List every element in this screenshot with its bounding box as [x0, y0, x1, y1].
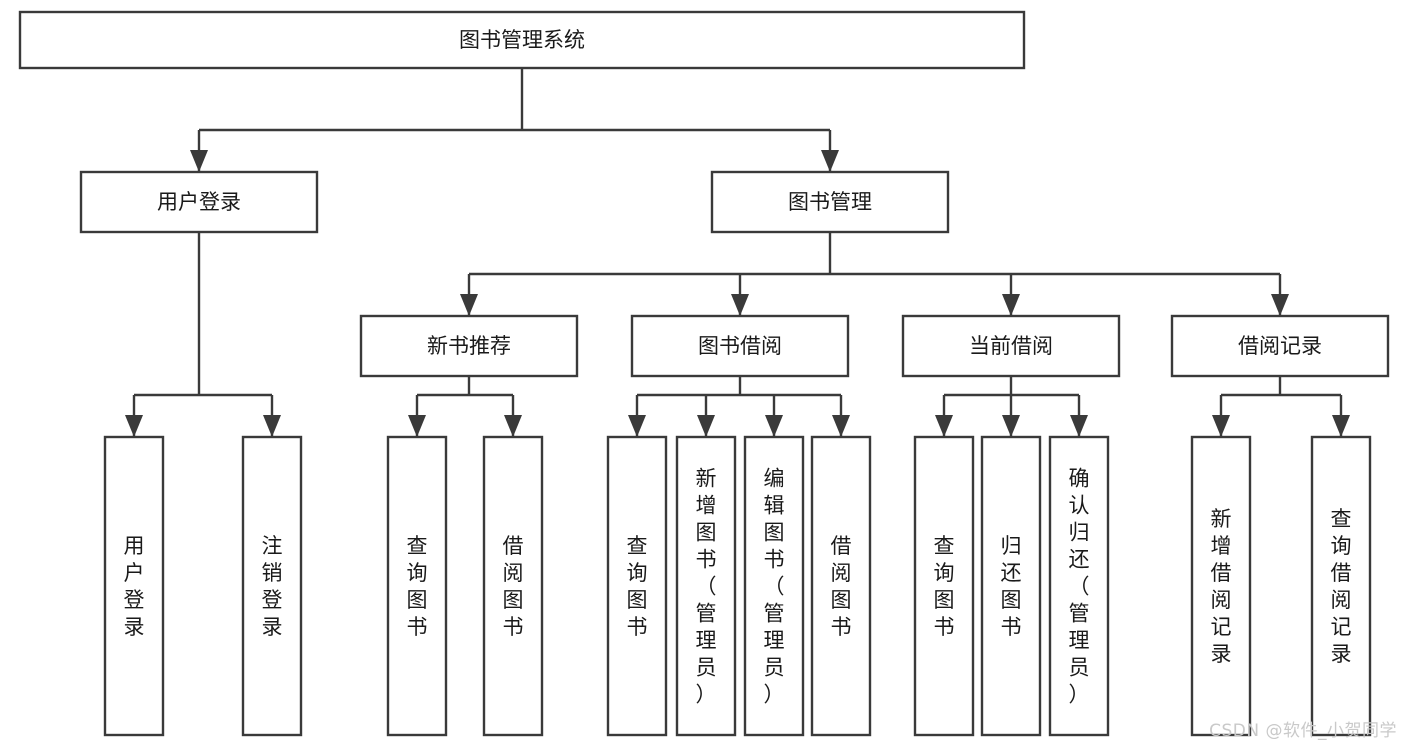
node-leaf-query-book-1-label: 查询图书: [407, 534, 428, 639]
node-leaf-edit-book[interactable]: 编辑图书（管理员）: [743, 435, 805, 737]
arrow-head-icon: [1002, 294, 1020, 316]
node-new-book-recommend[interactable]: 新书推荐: [359, 314, 579, 378]
node-leaf-query-book-2-box: [606, 435, 668, 737]
node-leaf-return-book[interactable]: 归还图书: [980, 435, 1042, 737]
node-leaf-add-record-box: [1190, 435, 1252, 737]
node-leaf-confirm-return-box: [1048, 435, 1110, 737]
node-book-borrow-label: 图书借阅: [698, 334, 782, 358]
node-current-borrow-box: [901, 314, 1121, 378]
arrow-head-icon: [408, 415, 426, 437]
watermark-csdn: CSDN @软件_小贺同学: [1209, 721, 1397, 741]
edges-layer: [125, 68, 1350, 437]
node-leaf-borrow-book-2-box: [810, 435, 872, 737]
node-book-manage-box: [710, 170, 950, 234]
arrow-head-icon: [731, 294, 749, 316]
node-leaf-query-record-label: 查询借阅记录: [1331, 507, 1352, 666]
node-current-borrow[interactable]: 当前借阅: [901, 314, 1121, 378]
node-leaf-borrow-book-1[interactable]: 借阅图书: [482, 435, 544, 737]
arrow-head-icon: [1271, 294, 1289, 316]
node-current-borrow-label: 当前借阅: [969, 334, 1053, 358]
node-borrow-record-box: [1170, 314, 1390, 378]
node-leaf-add-record[interactable]: 新增借阅记录: [1190, 435, 1252, 737]
node-leaf-logout-box: [241, 435, 303, 737]
arrow-head-icon: [765, 415, 783, 437]
node-leaf-user-login-label: 用户登录: [124, 534, 145, 639]
node-user-login-box: [79, 170, 319, 234]
node-user-login-label: 用户登录: [157, 190, 241, 214]
node-leaf-add-book[interactable]: 新增图书（管理员）: [675, 435, 737, 737]
arrow-head-icon: [1002, 415, 1020, 437]
node-leaf-query-book-1[interactable]: 查询图书: [386, 435, 448, 737]
arrow-head-icon: [1332, 415, 1350, 437]
node-leaf-query-book-1-box: [386, 435, 448, 737]
arrow-head-icon: [1212, 415, 1230, 437]
arrow-head-icon: [263, 415, 281, 437]
node-leaf-user-login[interactable]: 用户登录: [103, 435, 165, 737]
arrow-head-icon: [504, 415, 522, 437]
node-book-manage[interactable]: 图书管理: [710, 170, 950, 234]
node-leaf-confirm-return-label: 确认归还（管理员）: [1069, 467, 1090, 707]
node-leaf-confirm-return[interactable]: 确认归还（管理员）: [1048, 435, 1110, 737]
node-new-book-recommend-label: 新书推荐: [427, 334, 511, 358]
arrow-head-icon: [821, 150, 839, 172]
arrow-head-icon: [460, 294, 478, 316]
node-borrow-record-label: 借阅记录: [1238, 334, 1322, 358]
nodes-layer: 图书管理系统用户登录图书管理新书推荐图书借阅当前借阅借阅记录用户登录注销登录查询…: [18, 10, 1390, 737]
node-root-box: [18, 10, 1026, 70]
node-leaf-borrow-book-1-box: [482, 435, 544, 737]
node-root[interactable]: 图书管理系统: [18, 10, 1026, 70]
node-root-label: 图书管理系统: [459, 28, 585, 52]
node-leaf-return-book-box: [980, 435, 1042, 737]
node-borrow-record[interactable]: 借阅记录: [1170, 314, 1390, 378]
node-leaf-query-book-3-label: 查询图书: [934, 534, 955, 639]
node-user-login[interactable]: 用户登录: [79, 170, 319, 234]
node-leaf-borrow-book-2[interactable]: 借阅图书: [810, 435, 872, 737]
arrow-head-icon: [190, 150, 208, 172]
node-leaf-edit-book-label: 编辑图书（管理员）: [764, 467, 785, 707]
arrow-head-icon: [628, 415, 646, 437]
node-leaf-query-record[interactable]: 查询借阅记录: [1310, 435, 1372, 737]
node-leaf-logout-label: 注销登录: [262, 534, 283, 639]
node-leaf-add-book-label: 新增图书（管理员）: [696, 467, 717, 707]
node-leaf-user-login-box: [103, 435, 165, 737]
node-book-borrow[interactable]: 图书借阅: [630, 314, 850, 378]
node-leaf-query-book-3[interactable]: 查询图书: [913, 435, 975, 737]
arrow-head-icon: [125, 415, 143, 437]
arrow-head-icon: [935, 415, 953, 437]
arrow-head-icon: [1070, 415, 1088, 437]
arrow-head-icon: [832, 415, 850, 437]
node-book-borrow-box: [630, 314, 850, 378]
node-leaf-query-record-box: [1310, 435, 1372, 737]
node-leaf-add-record-label: 新增借阅记录: [1211, 507, 1232, 666]
node-leaf-add-book-box: [675, 435, 737, 737]
node-leaf-edit-book-box: [743, 435, 805, 737]
arrow-head-icon: [697, 415, 715, 437]
node-leaf-return-book-label: 归还图书: [1001, 534, 1022, 639]
node-leaf-query-book-3-box: [913, 435, 975, 737]
node-new-book-recommend-box: [359, 314, 579, 378]
node-leaf-query-book-2-label: 查询图书: [627, 534, 648, 639]
node-book-manage-label: 图书管理: [788, 190, 872, 214]
node-leaf-borrow-book-1-label: 借阅图书: [503, 534, 524, 639]
node-leaf-logout[interactable]: 注销登录: [241, 435, 303, 737]
node-leaf-query-book-2[interactable]: 查询图书: [606, 435, 668, 737]
node-leaf-borrow-book-2-label: 借阅图书: [831, 534, 852, 639]
